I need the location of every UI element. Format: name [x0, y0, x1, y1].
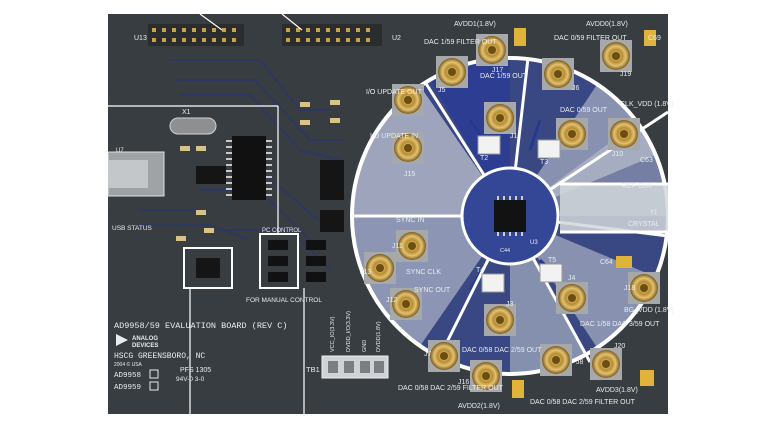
transformer-t5	[539, 263, 563, 283]
designator-j3: J3	[506, 301, 514, 308]
io-update-in-label: I/O UPDATE IN	[370, 133, 418, 140]
designator-j6: J6	[572, 85, 580, 92]
designator-j17: J17	[492, 67, 503, 74]
sync-out-label: SYNC OUT	[414, 287, 451, 294]
dac-out-0-label: DAC 0/59 OUT	[560, 107, 608, 114]
supply-pin-2: DVDD_I/O(3.3V)	[346, 311, 352, 352]
header-u13-label: U13	[134, 35, 147, 42]
supply-pin-1: VCC_IO(3.3V)	[330, 316, 336, 352]
designators: J5 J17 J1 J6 J19 J10 J15 J11 J13 J12 J7 …	[360, 35, 661, 386]
ic-u3	[494, 200, 526, 232]
designator-j4: J4	[568, 275, 576, 282]
supply-pin-4: DVDD(1.8V)	[376, 321, 382, 352]
designator-c64: C64	[600, 259, 613, 266]
maker-line-2: DEVICES	[132, 343, 158, 349]
location-label: HSCG GREENSBORO, NC	[114, 352, 205, 361]
designator-j18: J18	[624, 285, 635, 292]
crystal-x1	[169, 117, 217, 135]
designator-y1: Y1	[650, 210, 658, 216]
transformer-t2	[477, 135, 501, 155]
designator-j10: J10	[612, 151, 623, 158]
bnc-connectors	[364, 34, 660, 392]
transformer-t4	[481, 273, 505, 293]
designator-t5: T5	[548, 257, 556, 264]
manual-control-label: FOR MANUAL CONTROL	[246, 297, 322, 304]
callout-wheel	[350, 56, 670, 376]
designator-u3: U3	[530, 240, 538, 246]
designator-j8: J8	[576, 359, 584, 366]
option-1-checkbox	[149, 369, 159, 379]
year-label: 2004 © USA	[114, 361, 143, 368]
rating-label: 94V-0 3-0	[176, 376, 205, 383]
dac-58-2-label: DAC 0/58 DAC 2/59 OUT	[462, 347, 542, 354]
option-2-label: AD9959	[114, 384, 141, 392]
designator-j12: J12	[386, 297, 397, 304]
callout-labels: AVDD1(1.8V) AVDD0(1.8V) DAC 1/59 FILTER …	[366, 21, 674, 410]
ref-clk-label: REF CLK	[622, 183, 652, 190]
dac-58-2-filter-label: DAC 0/58 DAC 2/59 FILTER OUT	[398, 385, 504, 392]
designator-j15: J15	[404, 171, 415, 178]
silkscreen-text: U13 U2 U7 X1 USB STATUS PC CONTROL FOR M…	[112, 35, 401, 392]
transformer-t3	[537, 139, 561, 159]
dac-filter-0-label: DAC 0/59 FILTER OUT	[554, 35, 627, 42]
designator-j20: J20	[614, 343, 625, 350]
dac-58-3-label: DAC 1/58 DAC 3/59 OUT	[580, 321, 660, 328]
designator-j7: J7	[424, 351, 432, 358]
usb-status-label: USB STATUS	[112, 225, 153, 232]
bg-vdd-label: BG_VDD (1.8V)	[624, 307, 674, 314]
option-2-checkbox	[149, 381, 159, 391]
designator-j11: J11	[392, 243, 403, 250]
designator-j5: J5	[438, 87, 446, 94]
avdd2-label: AVDD2(1.8V)	[458, 403, 500, 410]
x1-label: X1	[182, 109, 191, 116]
analog-devices-logo	[116, 334, 128, 346]
dac-filter-1-label: DAC 1/59 FILTER OUT	[424, 39, 497, 46]
supply-pin-3: GND	[362, 340, 368, 352]
designator-j16: J16	[458, 379, 469, 386]
terminal-block-tb1	[321, 355, 389, 379]
designator-j13: J13	[360, 269, 371, 276]
sync-clk-label: SYNC CLK	[406, 269, 441, 276]
revision-code: PFS 1305	[180, 367, 211, 374]
board-title: AD9958/59 EVALUATION BOARD (REV C)	[114, 321, 287, 331]
designator-t2: T2	[480, 155, 488, 162]
pc-control-box	[259, 233, 299, 289]
designator-j1: J1	[510, 133, 518, 140]
cap-c69	[644, 30, 656, 46]
avdd1-label: AVDD1(1.8V)	[454, 21, 496, 28]
header-u2	[282, 24, 382, 46]
maker-line-1: ANALOG	[132, 336, 158, 342]
ic-u4	[232, 136, 266, 200]
designator-c63: C63	[640, 157, 653, 164]
header-u13	[148, 24, 244, 46]
designator-c69: C69	[648, 35, 661, 42]
dac-58-3-filter-label: DAC 0/58 DAC 2/59 FILTER OUT	[530, 399, 636, 406]
leader-lines	[100, 8, 676, 420]
tb1-label: TB1	[306, 365, 320, 374]
option-1-label: AD9958	[114, 372, 141, 380]
designator-t3: T3	[540, 159, 548, 166]
avdd3-label: AVDD3(1.8V)	[596, 387, 638, 394]
pc-control-label: PC CONTROL	[262, 228, 302, 234]
designator-j19: J19	[620, 71, 631, 78]
designator-t4: T4	[476, 267, 484, 274]
clk-vdd-label: CLK_VDD (1.8V)	[620, 101, 673, 108]
sync-in-label: SYNC IN	[396, 217, 424, 224]
io-update-out-label: I/O UPDATE OUT	[366, 89, 423, 96]
cap-c64	[616, 256, 632, 268]
designator-c44: C44	[500, 248, 510, 254]
avdd0-label: AVDD0(1.8V)	[586, 21, 628, 28]
header-u2-label: U2	[392, 35, 401, 42]
u7-label: U7	[116, 148, 124, 154]
crystal-label: CRYSTAL	[628, 221, 660, 228]
chip-highlight-box	[183, 247, 233, 289]
dac-out-1-label: DAC 1/59 OUT	[480, 73, 528, 80]
